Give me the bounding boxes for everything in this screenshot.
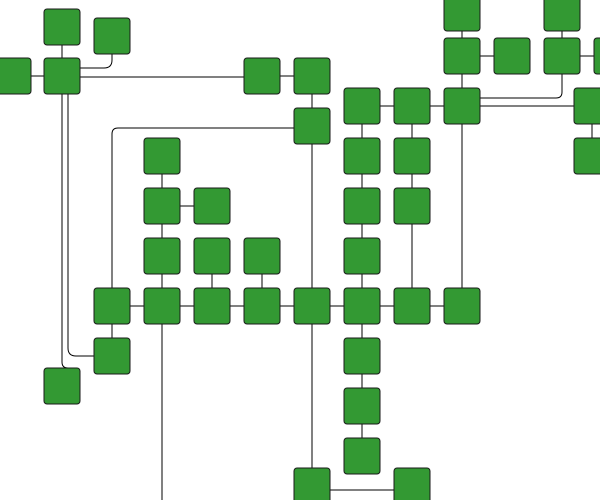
diagram-node <box>393 137 431 175</box>
diagram-node <box>543 37 581 75</box>
diagram-node <box>443 287 481 325</box>
diagram-node <box>593 37 600 75</box>
diagram-node <box>393 87 431 125</box>
diagram-node <box>43 367 81 405</box>
diagram-node <box>343 337 381 375</box>
diagram-node <box>343 187 381 225</box>
diagram-node <box>543 0 581 32</box>
diagram-node <box>143 187 181 225</box>
diagram-node <box>93 287 131 325</box>
diagram-node <box>343 287 381 325</box>
diagram-node <box>443 37 481 75</box>
diagram-node <box>343 137 381 175</box>
diagram-node <box>143 237 181 275</box>
diagram-node <box>573 87 600 125</box>
diagram-node <box>43 57 81 95</box>
diagram-node <box>343 237 381 275</box>
diagram-node <box>143 287 181 325</box>
diagram-node <box>243 237 281 275</box>
connector-line <box>80 54 113 69</box>
connector-line <box>61 94 69 369</box>
diagram-node <box>573 137 600 175</box>
diagram-node <box>393 287 431 325</box>
connector-line <box>111 127 294 288</box>
diagram-node <box>243 287 281 325</box>
diagram-node <box>293 57 331 95</box>
diagram-node <box>443 87 481 125</box>
diagram-node <box>0 57 32 95</box>
diagram-node <box>343 387 381 425</box>
diagram-node <box>393 187 431 225</box>
diagram-node <box>293 467 331 500</box>
diagram-node <box>93 17 131 55</box>
diagram-node <box>343 87 381 125</box>
connector-line <box>67 94 94 357</box>
diagram-node <box>143 137 181 175</box>
diagram-node <box>93 337 131 375</box>
connector-line <box>480 74 563 99</box>
diagram-node <box>443 0 481 32</box>
diagram-node <box>493 37 531 75</box>
diagram-node <box>43 8 81 46</box>
diagram-node <box>193 187 231 225</box>
diagram-node <box>193 287 231 325</box>
diagram-node <box>293 287 331 325</box>
diagram-node <box>293 107 331 145</box>
connectors <box>31 22 594 500</box>
diagram-node <box>343 437 381 475</box>
diagram-node <box>193 237 231 275</box>
diagram-node <box>243 57 281 95</box>
diagram-node <box>393 467 431 500</box>
